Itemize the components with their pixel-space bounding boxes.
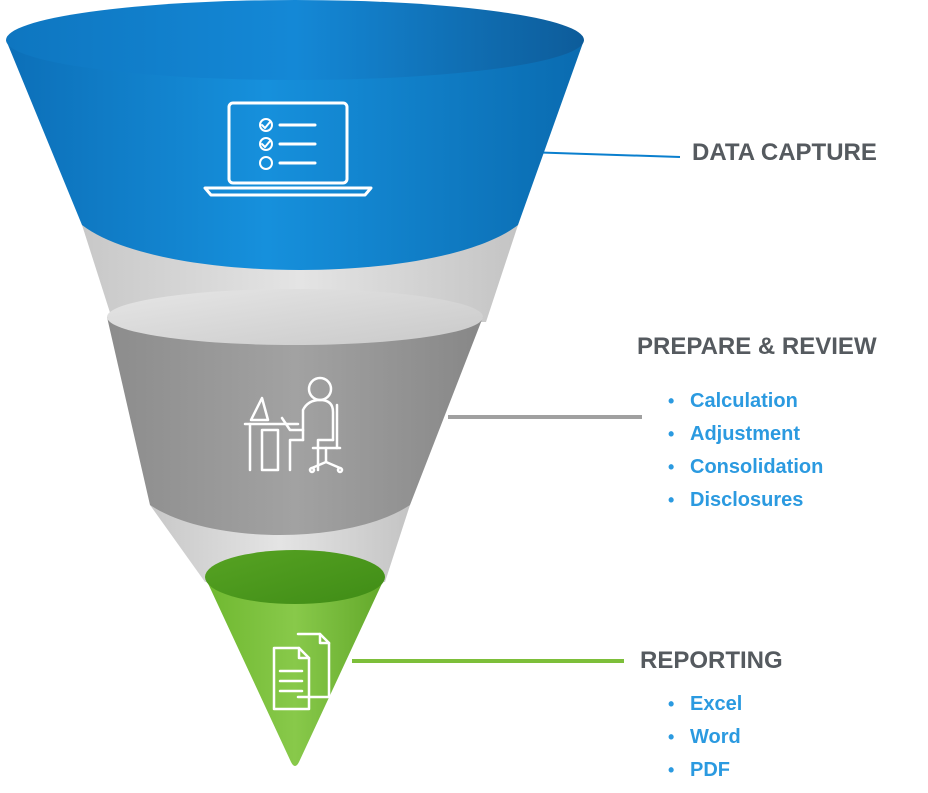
list-item: Excel (668, 689, 742, 722)
stage-title-data-capture: DATA CAPTURE (692, 139, 877, 166)
list-item: Calculation (668, 386, 823, 419)
list-item: Disclosures (668, 485, 823, 518)
list-item: Word (668, 722, 742, 755)
documents-icon (272, 632, 331, 711)
person-at-desk-icon (243, 376, 344, 474)
reporting-list: Excel Word PDF (668, 689, 742, 788)
connector-line-data-capture (524, 151, 681, 158)
list-item: Adjustment (668, 419, 823, 452)
stage-title-prepare-review: PREPARE & REVIEW (637, 333, 877, 360)
stage-title-reporting: REPORTING (640, 647, 783, 674)
funnel-stage-data-capture (6, 40, 584, 270)
funnel-stage-prepare-review (107, 317, 483, 535)
funnel-stage-prepare-review-top (107, 289, 483, 345)
list-item: Consolidation (668, 452, 823, 485)
list-item: PDF (668, 755, 742, 788)
funnel-stage-reporting-top (205, 550, 385, 604)
prepare-review-list: Calculation Adjustment Consolidation Dis… (668, 386, 823, 518)
laptop-checklist-icon (203, 101, 373, 197)
funnel-stage-data-capture-top (6, 0, 584, 80)
